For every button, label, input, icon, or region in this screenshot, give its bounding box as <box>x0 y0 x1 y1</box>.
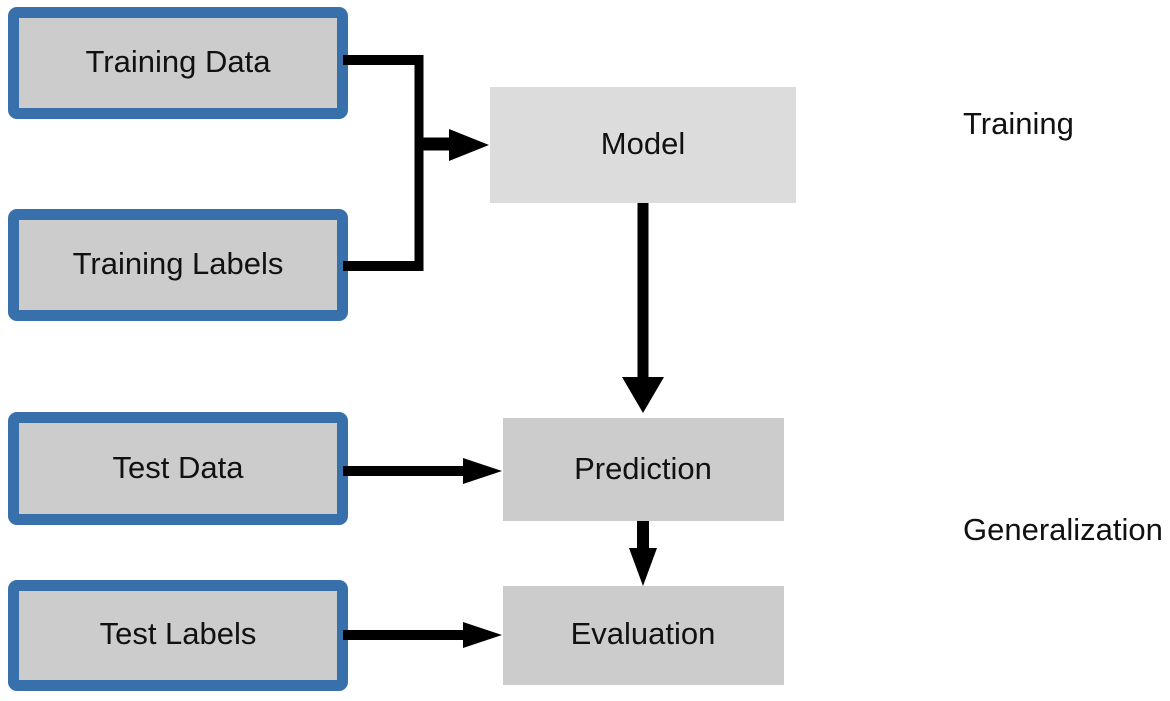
node-evaluation[interactable]: Evaluation <box>503 586 784 685</box>
training-data-fill <box>19 18 337 108</box>
model-box <box>490 87 796 203</box>
phase-label-generalization: Generalization <box>963 512 1163 547</box>
node-test-labels[interactable]: Test Labels <box>8 580 348 691</box>
test-data-fill <box>19 423 337 514</box>
training-merge-arrow-head <box>449 129 489 161</box>
edge-training-inputs-to-model <box>343 55 489 271</box>
test-labels-evaluation-arrow-head <box>463 622 502 648</box>
phase-label-training: Training <box>963 106 1074 141</box>
test-data-label: Test Data <box>113 450 245 485</box>
node-test-data[interactable]: Test Data <box>8 412 348 525</box>
model-prediction-arrow-head <box>622 377 664 413</box>
prediction-evaluation-arrow-head <box>629 548 657 586</box>
evaluation-label: Evaluation <box>571 616 716 651</box>
training-labels-label: Training Labels <box>73 246 284 281</box>
node-model[interactable]: Model <box>490 87 796 203</box>
evaluation-box <box>503 586 784 685</box>
prediction-box <box>503 418 784 521</box>
edge-model-to-prediction <box>622 203 664 413</box>
edge-test-data-to-prediction <box>343 458 502 484</box>
model-label: Model <box>601 126 685 161</box>
node-training-labels[interactable]: Training Labels <box>8 209 348 321</box>
node-prediction[interactable]: Prediction <box>503 418 784 521</box>
test-labels-fill <box>19 591 337 680</box>
node-training-data[interactable]: Training Data <box>8 7 348 119</box>
training-labels-fill <box>19 220 337 310</box>
prediction-label: Prediction <box>574 451 712 486</box>
training-data-label: Training Data <box>86 44 272 79</box>
edge-prediction-to-evaluation <box>629 521 657 586</box>
edge-test-labels-to-evaluation <box>343 622 502 648</box>
test-labels-label: Test Labels <box>100 616 257 651</box>
test-data-prediction-arrow-head <box>463 458 502 484</box>
